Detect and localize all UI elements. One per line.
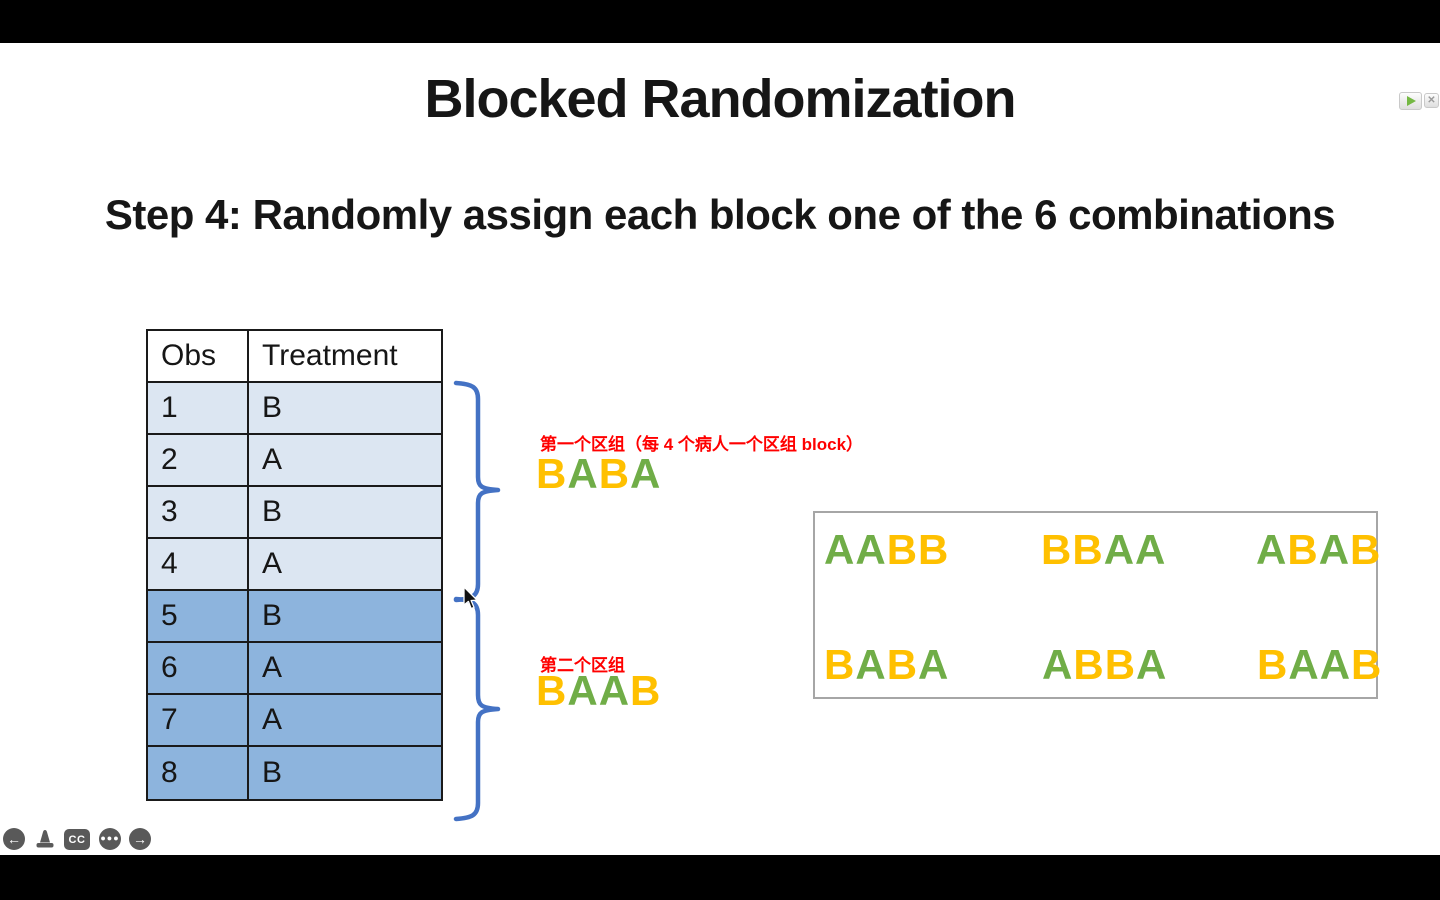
table-row: 8 B bbox=[148, 747, 441, 799]
table-header-row: Obs Treatment bbox=[148, 331, 441, 383]
randomization-table: Obs Treatment 1 B 2 A 3 B 4 A 5 B bbox=[146, 329, 443, 801]
treatment-cell: B bbox=[262, 391, 283, 424]
next-slide-button[interactable]: → bbox=[129, 828, 151, 850]
combination-item: BBAA bbox=[1041, 526, 1167, 573]
block1-brace bbox=[453, 380, 501, 603]
obs-cell: 5 bbox=[148, 591, 249, 641]
more-options-button[interactable]: ●●● bbox=[99, 828, 121, 850]
treatment-cell: B bbox=[262, 756, 283, 789]
combination-item: BAAB bbox=[1257, 641, 1383, 688]
block2-annotation: 第二个区组 bbox=[540, 656, 625, 675]
page-title: Blocked Randomization bbox=[424, 69, 1016, 129]
table-row: 4 A bbox=[148, 539, 441, 591]
treatment-cell: A bbox=[262, 547, 283, 580]
obs-cell: 6 bbox=[148, 643, 249, 693]
slide-canvas: Blocked Randomization Step 4: Randomly a… bbox=[0, 43, 1440, 855]
table-row: 2 A bbox=[148, 435, 441, 487]
cone-icon bbox=[36, 830, 54, 848]
play-button[interactable] bbox=[1399, 92, 1422, 110]
treatment-cell: B bbox=[262, 495, 283, 528]
close-button[interactable]: ✕ bbox=[1424, 93, 1439, 108]
mouse-cursor bbox=[463, 586, 478, 610]
treatment-cell: A bbox=[262, 651, 283, 684]
table-row: 1 B bbox=[148, 383, 441, 435]
letterbox-bottom bbox=[0, 855, 1440, 900]
block1-combo: BABA bbox=[536, 450, 662, 497]
table-row: 5 B bbox=[148, 591, 441, 643]
treatment-cell: A bbox=[262, 703, 283, 736]
ellipsis-icon: ●●● bbox=[100, 833, 120, 843]
table-row: 7 A bbox=[148, 695, 441, 747]
obs-cell: 3 bbox=[148, 487, 249, 537]
previous-slide-button[interactable]: ← bbox=[3, 828, 25, 850]
cone-button[interactable] bbox=[34, 828, 56, 850]
close-icon: ✕ bbox=[1427, 94, 1436, 106]
table-header-obs: Obs bbox=[148, 331, 249, 381]
block2-combo: BAAB bbox=[536, 667, 662, 714]
closed-captions-button[interactable]: CC bbox=[64, 829, 90, 850]
combination-item: AABB bbox=[824, 526, 950, 573]
table-row: 6 A bbox=[148, 643, 441, 695]
step-subtitle: Step 4: Randomly assign each block one o… bbox=[104, 191, 1336, 238]
table-row: 3 B bbox=[148, 487, 441, 539]
treatment-cell: A bbox=[262, 443, 283, 476]
combination-item: ABAB bbox=[1256, 526, 1382, 573]
obs-cell: 7 bbox=[148, 695, 249, 745]
block2-brace bbox=[453, 596, 501, 822]
obs-cell: 8 bbox=[148, 747, 249, 799]
treatment-cell: B bbox=[262, 599, 283, 632]
letterbox-top bbox=[0, 0, 1440, 43]
arrow-right-icon: → bbox=[133, 830, 147, 847]
obs-cell: 2 bbox=[148, 435, 249, 485]
play-icon bbox=[1407, 96, 1416, 106]
block1-annotation: 第一个区组（每 4 个病人一个区组 block） bbox=[540, 435, 864, 454]
arrow-left-icon: ← bbox=[7, 830, 21, 847]
combination-item: ABBA bbox=[1042, 641, 1168, 688]
obs-cell: 1 bbox=[148, 383, 249, 433]
table-header-treatment: Treatment bbox=[262, 339, 398, 372]
obs-cell: 4 bbox=[148, 539, 249, 589]
combination-item: BABA bbox=[824, 641, 950, 688]
cc-icon: CC bbox=[68, 833, 86, 846]
combinations-box: AABB BBAA ABAB BABA ABBA BAAB bbox=[813, 511, 1382, 699]
